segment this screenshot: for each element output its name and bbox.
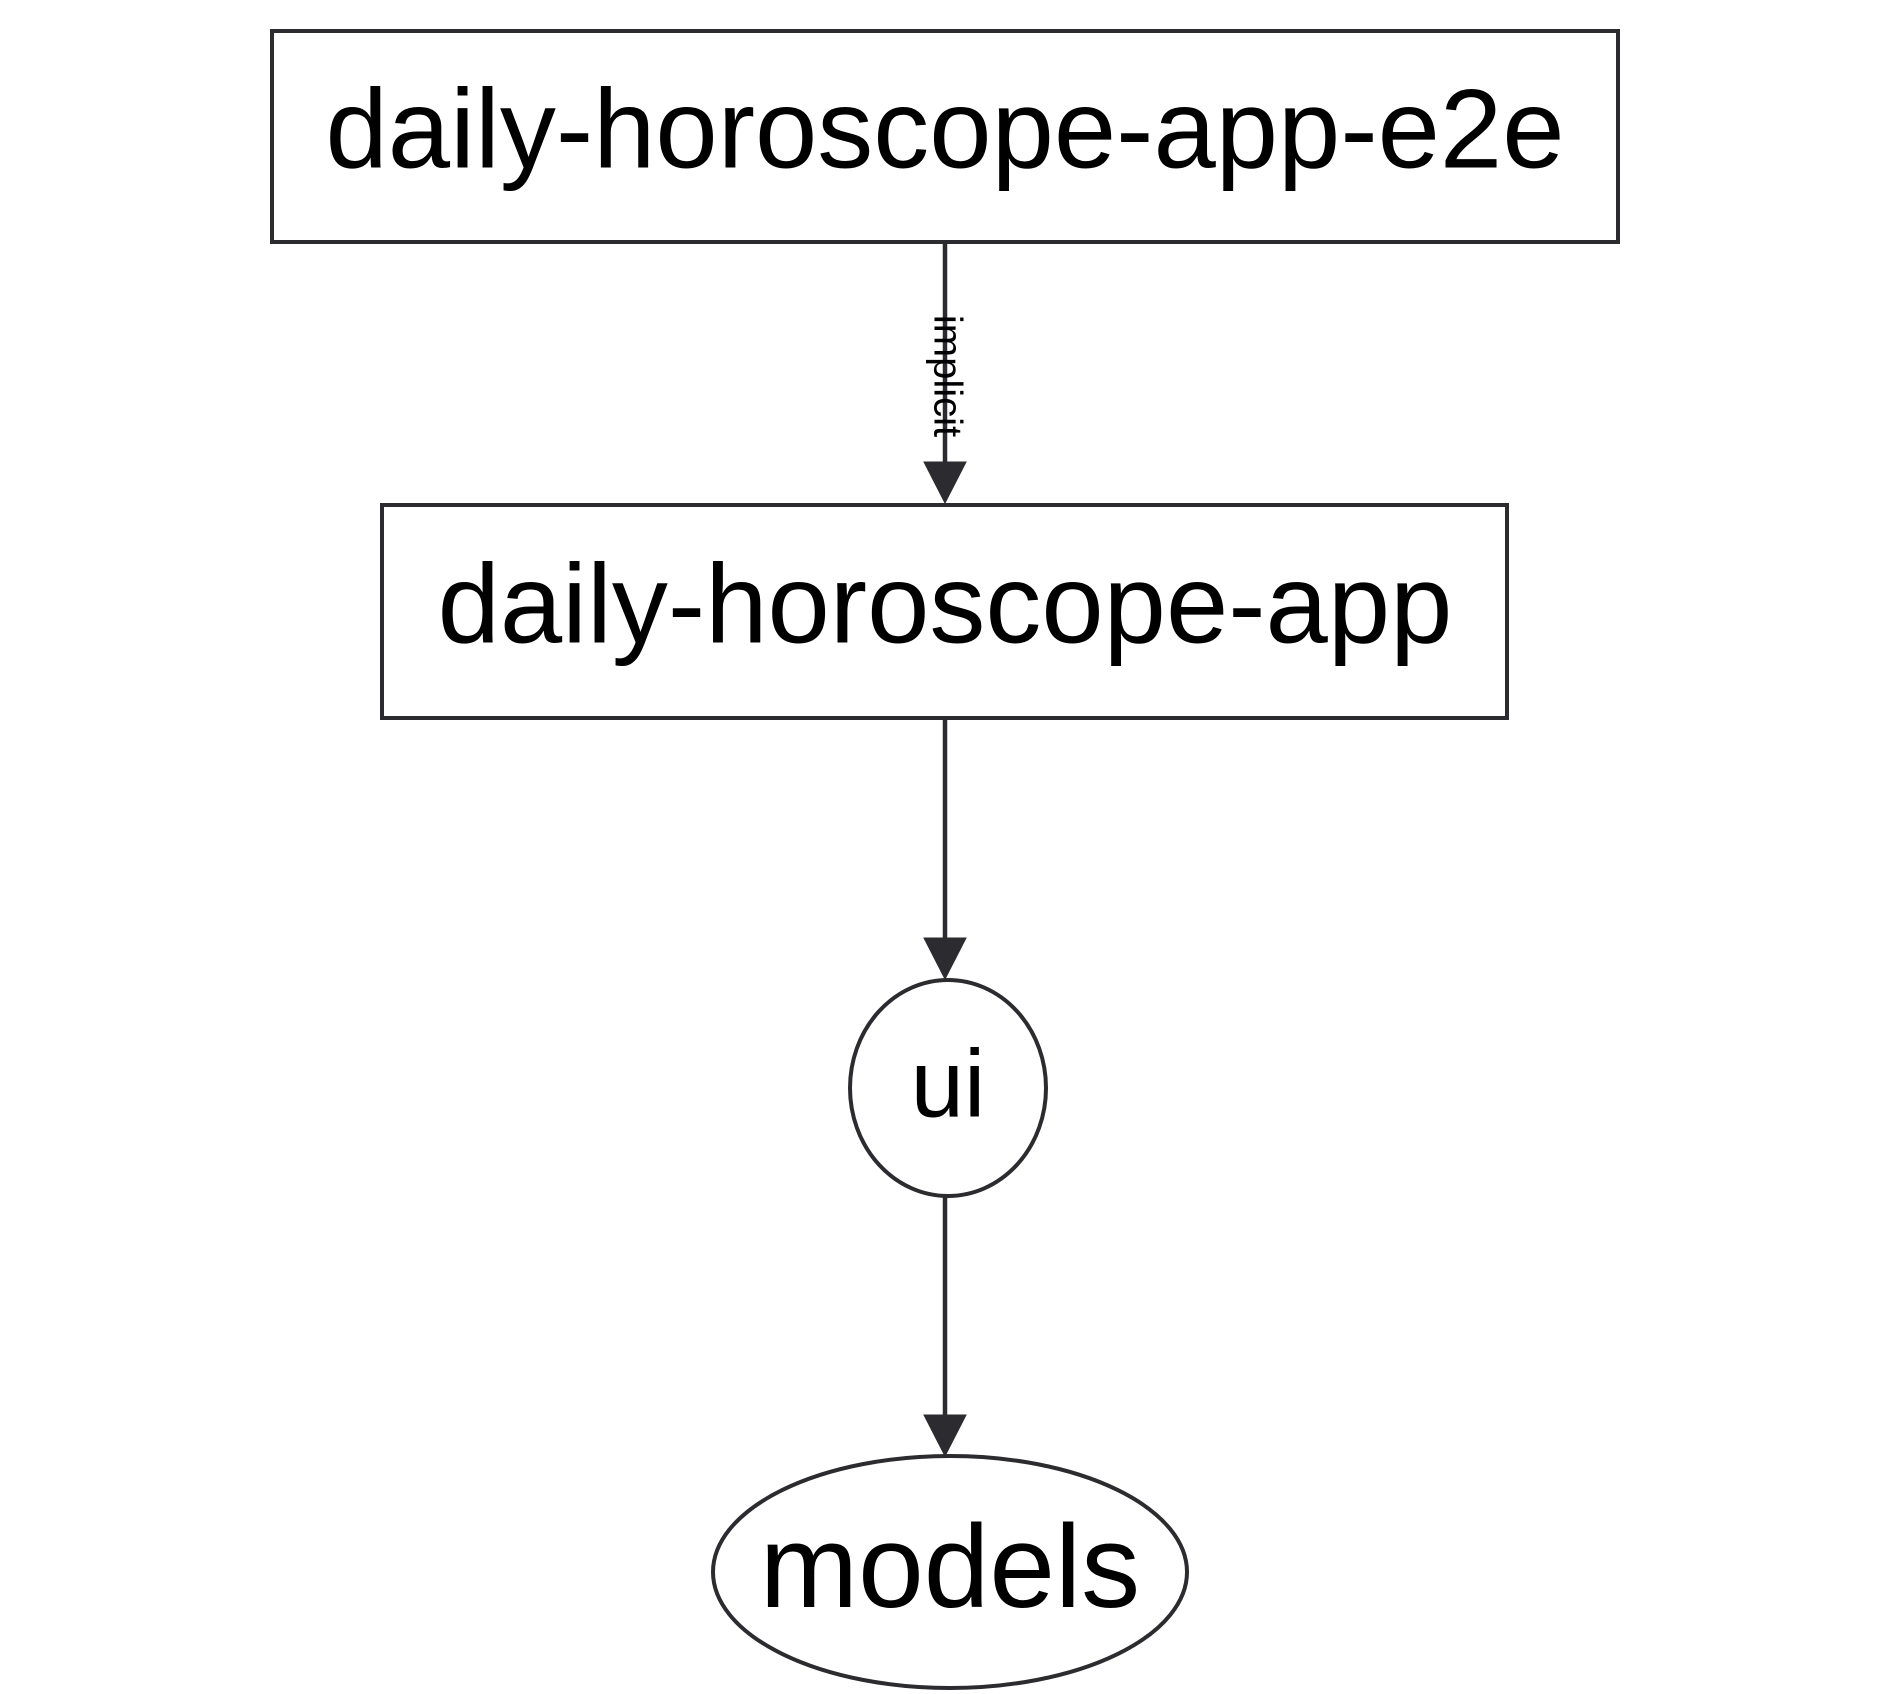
edge-arrowhead-ui-to-models [923, 1414, 967, 1458]
node-label-models: models [760, 1501, 1140, 1633]
edge-e2e-to-app: implicit [923, 244, 969, 505]
node-rect-daily-horoscope-app-e2e[interactable] [270, 29, 1620, 244]
node-daily-horoscope-app-e2e[interactable]: daily-horoscope-app-e2e [270, 29, 1620, 244]
node-label-daily-horoscope-app: daily-horoscope-app [438, 542, 1453, 667]
edge-label-implicit: implicit [925, 315, 969, 437]
edge-arrowhead-e2e-to-app [923, 461, 967, 505]
edge-arrowhead-app-to-ui [923, 937, 967, 981]
node-daily-horoscope-app[interactable]: daily-horoscope-app [380, 503, 1509, 720]
node-ellipse-models[interactable] [711, 1454, 1189, 1690]
node-label-ui: ui [911, 1030, 986, 1137]
node-models[interactable]: models [711, 1454, 1189, 1690]
node-ellipse-ui[interactable] [848, 978, 1048, 1198]
edge-ui-to-models [923, 1197, 967, 1458]
node-label-daily-horoscope-app-e2e: daily-horoscope-app-e2e [326, 67, 1565, 192]
edge-app-to-ui [923, 720, 967, 981]
node-ui[interactable]: ui [848, 978, 1048, 1198]
node-rect-daily-horoscope-app[interactable] [380, 503, 1509, 720]
